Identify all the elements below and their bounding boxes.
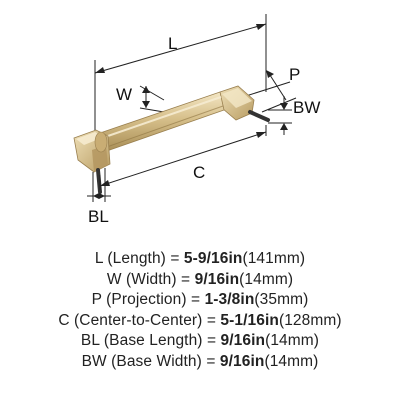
spec-name: BW (Base Width) = (81, 352, 220, 370)
cabinet-pull-image (73, 85, 270, 194)
dimension-diagram: L W P BW (73, 14, 320, 226)
spec-metric: (14mm) (239, 270, 294, 288)
length-dimension: L (94, 14, 267, 150)
spec-metric: (14mm) (265, 332, 320, 350)
spec-name: W (Width) = (106, 270, 195, 288)
spec-metric: (141mm) (242, 250, 306, 267)
spec-projection: P (Projection) = 1-3/8in(35mm) (0, 290, 400, 311)
spec-metric: (35mm) (254, 291, 309, 309)
spec-base-width: BW (Base Width) = 9/16in(14mm) (0, 352, 400, 373)
spec-name: C (Center-to-Center) = (58, 311, 221, 329)
spec-value: 5-9/16in (183, 250, 243, 267)
spec-name: BL (Base Length) = (80, 332, 221, 350)
label-L: L (168, 34, 177, 53)
label-BL: BL (88, 207, 109, 226)
spec-length: L (Length) = 5-9/16in(141mm) (0, 249, 400, 270)
label-W: W (116, 85, 132, 104)
label-P: P (289, 65, 300, 84)
spec-value: 5-1/16in (220, 311, 279, 329)
spec-value: 9/16in (219, 352, 265, 370)
label-BW: BW (293, 98, 320, 117)
spec-value: 9/16in (220, 332, 266, 350)
spec-value: 1-3/8in (204, 291, 255, 309)
spec-base-length: BL (Base Length) = 9/16in(14mm) (0, 331, 400, 352)
base-width-dimension: BW (268, 96, 320, 135)
width-dimension: W (116, 85, 165, 113)
projection-dimension: P (245, 65, 300, 113)
spec-name: L (Length) = (94, 250, 184, 267)
spec-value: 9/16in (194, 270, 240, 288)
spec-center-to-center: C (Center-to-Center) = 5-1/16in(128mm) (0, 311, 400, 332)
base-length-dimension: BL (87, 168, 111, 226)
center-to-center-dimension: C (99, 125, 267, 190)
label-C: C (193, 163, 205, 182)
spec-name: P (Projection) = (91, 291, 205, 309)
spec-list: L (Length) = 5-9/16in(141mm) W (Width) =… (0, 249, 400, 373)
spec-metric: (14mm) (264, 352, 319, 370)
spec-width: W (Width) = 9/16in(14mm) (0, 270, 400, 291)
spec-metric: (128mm) (278, 311, 342, 329)
